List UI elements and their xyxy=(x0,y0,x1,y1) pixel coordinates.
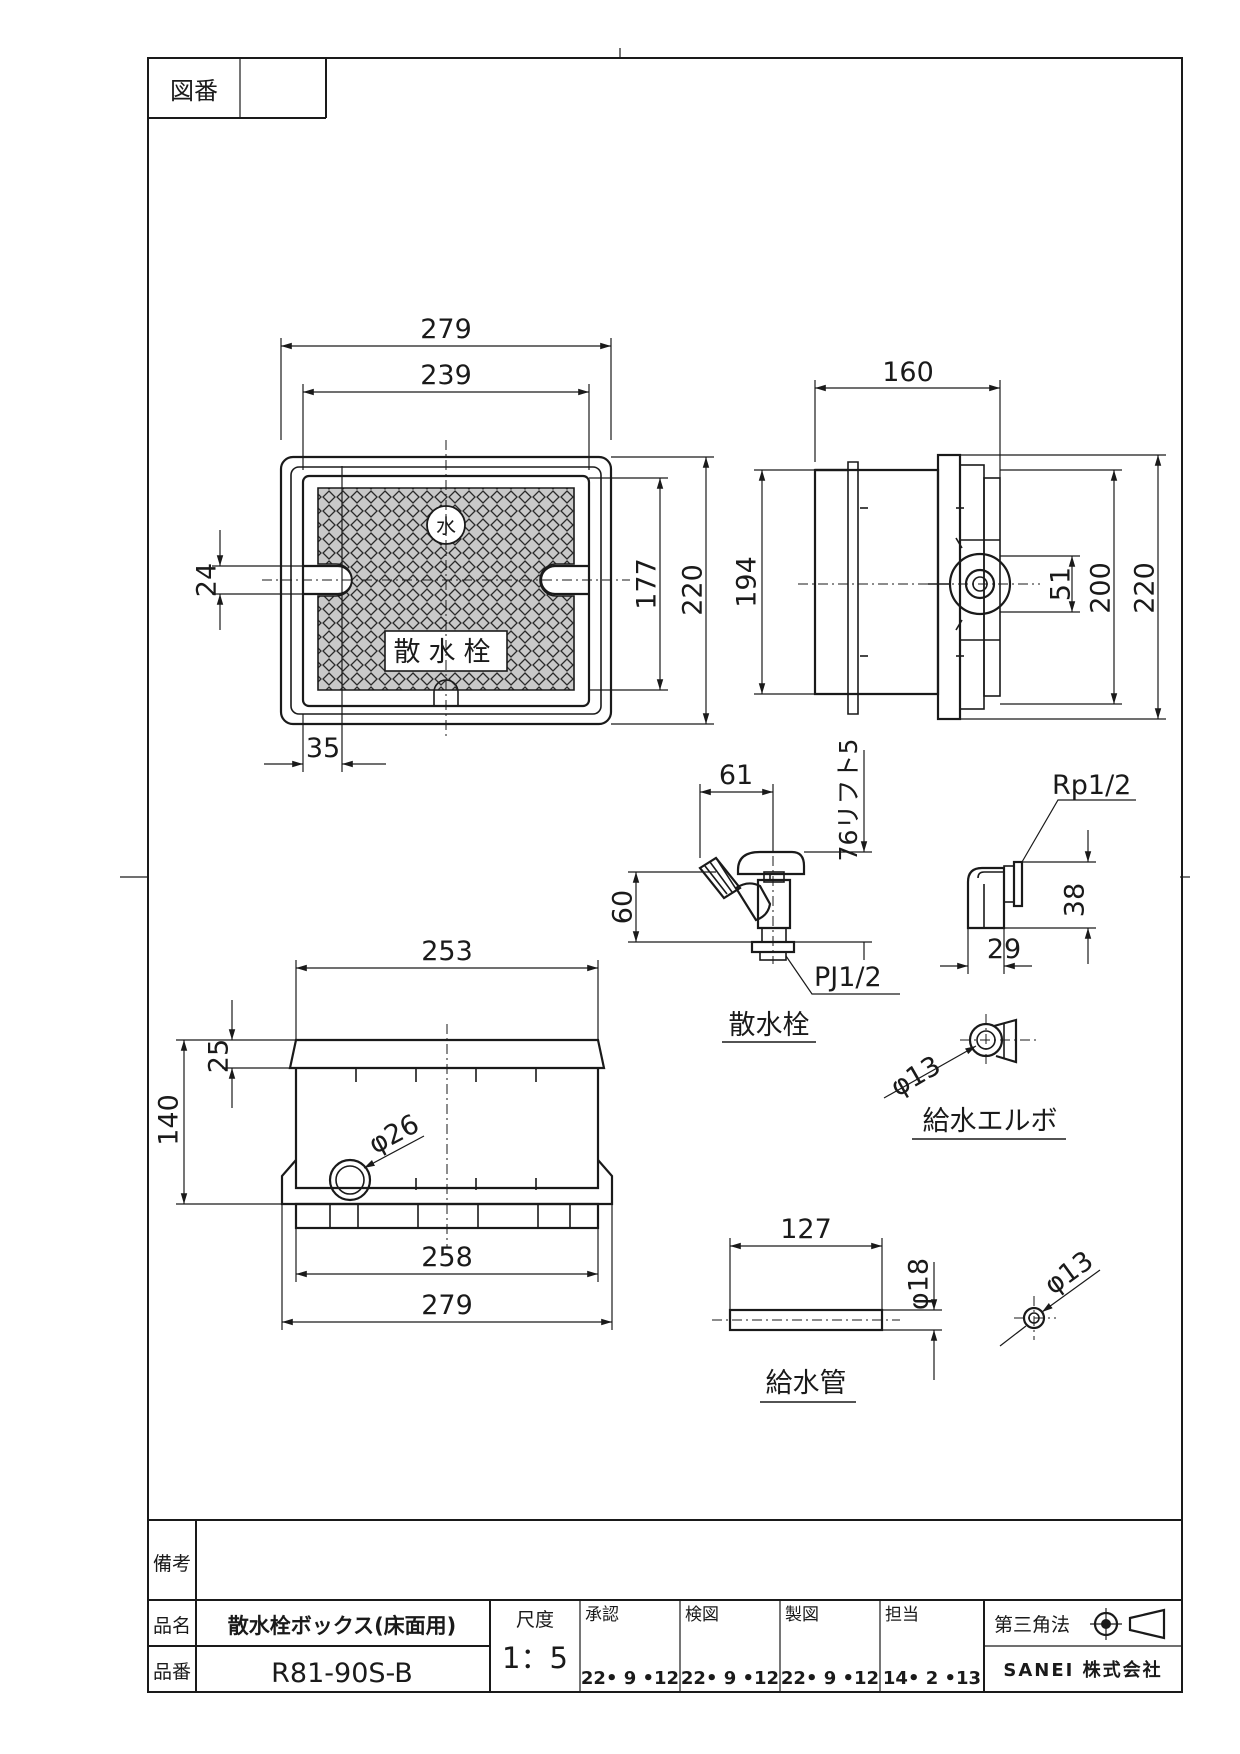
faucet-thread-label: PJ1/2 xyxy=(814,962,882,993)
dim-side-194: 194 xyxy=(732,556,763,608)
faucet-title: 散水栓 xyxy=(729,1010,810,1041)
charge-label: 担当 xyxy=(885,1605,919,1625)
product-number: R81-90S-B xyxy=(271,1658,413,1689)
drawing-frame xyxy=(147,57,1183,1693)
faucet-view: 61 76リフト5 60 PJ1/2 散水栓 xyxy=(608,739,900,1043)
approval-label: 承認 xyxy=(585,1605,619,1625)
dim-side-160: 160 xyxy=(882,357,934,388)
check-label: 検図 xyxy=(685,1605,719,1625)
dim-top-177: 177 xyxy=(632,558,663,610)
top-view: 水 散水栓 279 239 24 35 177 xyxy=(192,314,714,772)
dim-top-279: 279 xyxy=(420,314,472,345)
third-angle-projection-icon xyxy=(1090,1608,1166,1640)
dim-front-25: 25 xyxy=(204,1039,235,1073)
dim-front-140: 140 xyxy=(154,1094,185,1146)
product-name: 散水栓ボックス(床面用) xyxy=(228,1614,457,1638)
drawn-date: 22• 9 •12 xyxy=(781,1668,879,1689)
lid-name-plate: 散水栓 xyxy=(394,637,499,668)
dim-side-220: 220 xyxy=(1130,562,1161,614)
remarks-label: 備考 xyxy=(153,1553,191,1575)
dim-top-220: 220 xyxy=(678,564,709,616)
dim-faucet-lift: 76リフト5 xyxy=(834,739,863,862)
dim-faucet-61: 61 xyxy=(719,760,753,791)
charge-date: 14• 2 •13 xyxy=(883,1668,981,1689)
dim-top-35: 35 xyxy=(306,733,340,764)
product-name-label: 品名 xyxy=(153,1615,191,1637)
elbow-thread-label: Rp1/2 xyxy=(1052,770,1131,801)
dim-elbow-38: 38 xyxy=(1060,883,1091,917)
dim-front-279: 279 xyxy=(421,1290,473,1321)
drawn-label: 製図 xyxy=(785,1605,819,1625)
company-name: SANEI 株式会社 xyxy=(1003,1659,1162,1681)
dim-front-253: 253 xyxy=(421,936,473,967)
dim-front-258: 258 xyxy=(421,1242,473,1273)
drawing-number-label: 図番 xyxy=(170,77,218,105)
elbow-view: Rp1/2 38 29 φ13 給水エルボ xyxy=(883,770,1136,1140)
dim-elbow-dia: φ13 xyxy=(885,1050,946,1103)
product-number-label: 品番 xyxy=(153,1661,191,1683)
title-block: 備考 品名 散水栓ボックス(床面用) 品番 R81-90S-B 尺度 1：5 承… xyxy=(148,1519,1182,1692)
pipe-title: 給水管 xyxy=(766,1368,847,1399)
dim-faucet-60: 60 xyxy=(608,890,639,924)
scale-label: 尺度 xyxy=(516,1609,554,1631)
projection-label: 第三角法 xyxy=(994,1614,1070,1636)
front-view: 253 25 140 φ26 258 279 xyxy=(154,936,614,1330)
drawing-number-box: 図番 xyxy=(148,58,327,119)
scale-value: 1：5 xyxy=(502,1641,568,1675)
dim-elbow-29: 29 xyxy=(987,934,1021,965)
check-date: 22• 9 •12 xyxy=(681,1668,779,1689)
dim-top-239: 239 xyxy=(420,360,472,391)
dim-pipe-127: 127 xyxy=(780,1214,832,1245)
approval-date: 22• 9 •12 xyxy=(581,1668,679,1689)
dim-side-200: 200 xyxy=(1086,562,1117,614)
pipe-view: 127 φ18 φ13 給水管 xyxy=(712,1214,1101,1403)
dim-top-24: 24 xyxy=(192,563,223,597)
side-view: 160 194 51 200 220 xyxy=(732,357,1166,721)
elbow-title: 給水エルボ xyxy=(923,1106,1058,1137)
dim-pipe-od: φ18 xyxy=(904,1258,935,1310)
dim-side-51: 51 xyxy=(1046,567,1077,601)
